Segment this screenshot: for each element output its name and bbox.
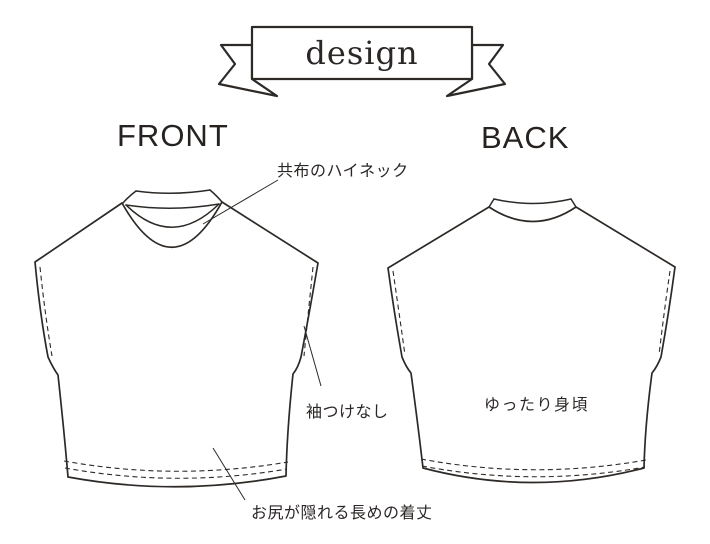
front-view-label: FRONT xyxy=(117,118,229,153)
ribbon-label: design xyxy=(305,34,419,72)
front-body-outline xyxy=(34,201,319,488)
ribbon-panel xyxy=(250,25,474,81)
front-collar-fold-line xyxy=(125,203,220,209)
neckline-annotation: 共布のハイネック xyxy=(277,163,409,180)
body-annotation: ゆったり身頃 xyxy=(484,397,590,414)
sleeve-leader-line xyxy=(303,325,322,387)
front-collar-right-side xyxy=(209,189,223,203)
back-collar xyxy=(488,198,577,208)
front-stitch-lines xyxy=(39,266,314,479)
hem-length-leader-line xyxy=(212,447,246,501)
back-hem-stitch-lower xyxy=(421,465,646,478)
front-neckline-seam xyxy=(125,203,220,228)
hem-length-annotation: お尻が隠れる長めの着丈 xyxy=(251,505,433,522)
front-garment-drawing xyxy=(34,189,319,488)
back-collar-top-edge xyxy=(493,198,572,205)
front-collar xyxy=(122,189,223,228)
back-collar-right-side xyxy=(570,198,577,208)
front-hem-stitch-upper xyxy=(63,460,289,472)
back-garment-drawing xyxy=(387,198,676,484)
front-right-armhole-stitch xyxy=(303,266,314,357)
back-hem-stitch-upper xyxy=(420,458,647,471)
front-hem-stitch-lower xyxy=(64,467,288,479)
front-collar-top-edge xyxy=(135,189,211,195)
sleeve-annotation: 袖つけなし xyxy=(306,404,389,421)
design-ribbon xyxy=(217,25,507,98)
front-collar-left-side xyxy=(122,190,137,204)
back-stitch-lines xyxy=(392,270,671,478)
back-body-outline xyxy=(387,206,676,484)
neckline-leader-line xyxy=(202,179,279,225)
front-left-armhole-stitch xyxy=(39,266,53,357)
leader-lines xyxy=(202,179,322,501)
back-collar-left-side xyxy=(488,198,495,208)
back-view-label: BACK xyxy=(481,120,570,155)
